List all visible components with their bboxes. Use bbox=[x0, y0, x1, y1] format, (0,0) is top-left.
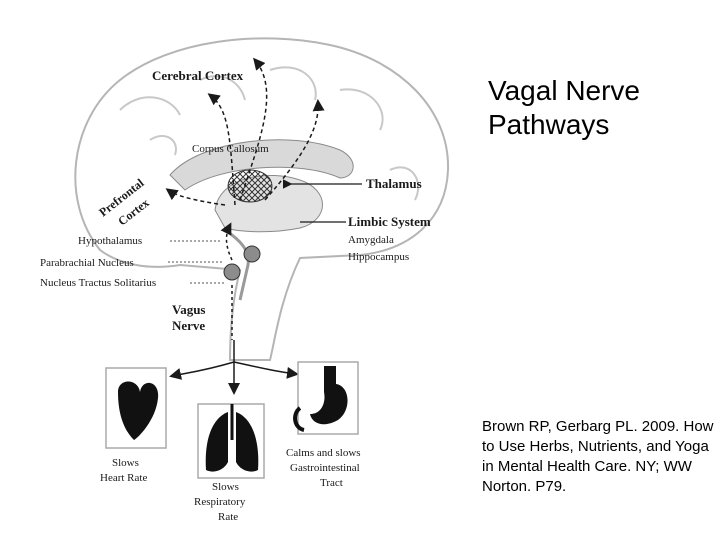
vagal-pathway-diagram: Cerebral Cortex Corpus Callosum Prefront… bbox=[40, 37, 450, 523]
slide-title: Vagal Nerve Pathways bbox=[488, 75, 641, 140]
hippocampus-label: Hippocampus bbox=[348, 251, 409, 263]
nerve-label: Nerve bbox=[172, 318, 205, 333]
respiratory-rate-label: Rate bbox=[218, 511, 238, 523]
lungs-icon bbox=[197, 403, 265, 479]
gastrointestinal-label: Gastrointestinal bbox=[290, 462, 360, 474]
parabrachial-nucleus-label: Parabrachial Nucleus bbox=[40, 257, 134, 269]
limbic-system-label: Limbic System bbox=[348, 214, 431, 229]
nucleus-tractus-solitarius-label: Nucleus Tractus Solitarius bbox=[40, 277, 156, 289]
corpus-callosum-region bbox=[169, 139, 354, 191]
brain-outline bbox=[74, 37, 450, 361]
respiratory-slows-label: Slows bbox=[212, 481, 239, 493]
thalamus-label: Thalamus bbox=[366, 176, 422, 191]
stomach-icon bbox=[293, 361, 359, 435]
vagus-label: Vagus bbox=[172, 302, 205, 317]
nts-node bbox=[223, 263, 241, 281]
corpus-callosum-label: Corpus Callosum bbox=[192, 143, 269, 155]
respiratory-label: Respiratory bbox=[194, 496, 246, 508]
heart-rate-label: Heart Rate bbox=[100, 472, 147, 484]
tract-label: Tract bbox=[320, 477, 343, 489]
hypothalamus-label: Hypothalamus bbox=[78, 235, 142, 247]
heart-slows-label: Slows bbox=[112, 457, 139, 469]
amygdala-node bbox=[243, 245, 261, 263]
citation: Brown RP, Gerbarg PL. 2009. How to Use H… bbox=[482, 418, 714, 495]
amygdala-label: Amygdala bbox=[348, 234, 394, 246]
cerebral-cortex-label: Cerebral Cortex bbox=[152, 68, 244, 83]
calms-and-slows-label: Calms and slows bbox=[286, 447, 361, 459]
heart-icon bbox=[105, 367, 167, 449]
